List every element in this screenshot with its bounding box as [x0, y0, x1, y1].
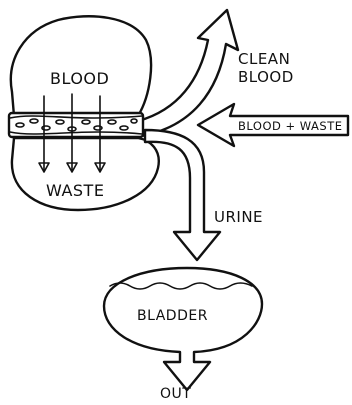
urine-label: URINE [214, 208, 263, 226]
waste-label: WASTE [46, 181, 104, 200]
filter-membrane [9, 113, 143, 137]
bladder [104, 268, 262, 390]
clean-blood-label-line1: CLEAN [238, 50, 290, 68]
blood-label: BLOOD [50, 69, 109, 88]
kidney-upper-lobe [11, 16, 151, 116]
out-label: OUT [160, 386, 191, 400]
bladder-label: BLADDER [137, 308, 208, 324]
clean-blood-label-line2: BLOOD [238, 68, 294, 86]
blood-plus-waste-label: BLOOD + WASTE [238, 119, 343, 133]
